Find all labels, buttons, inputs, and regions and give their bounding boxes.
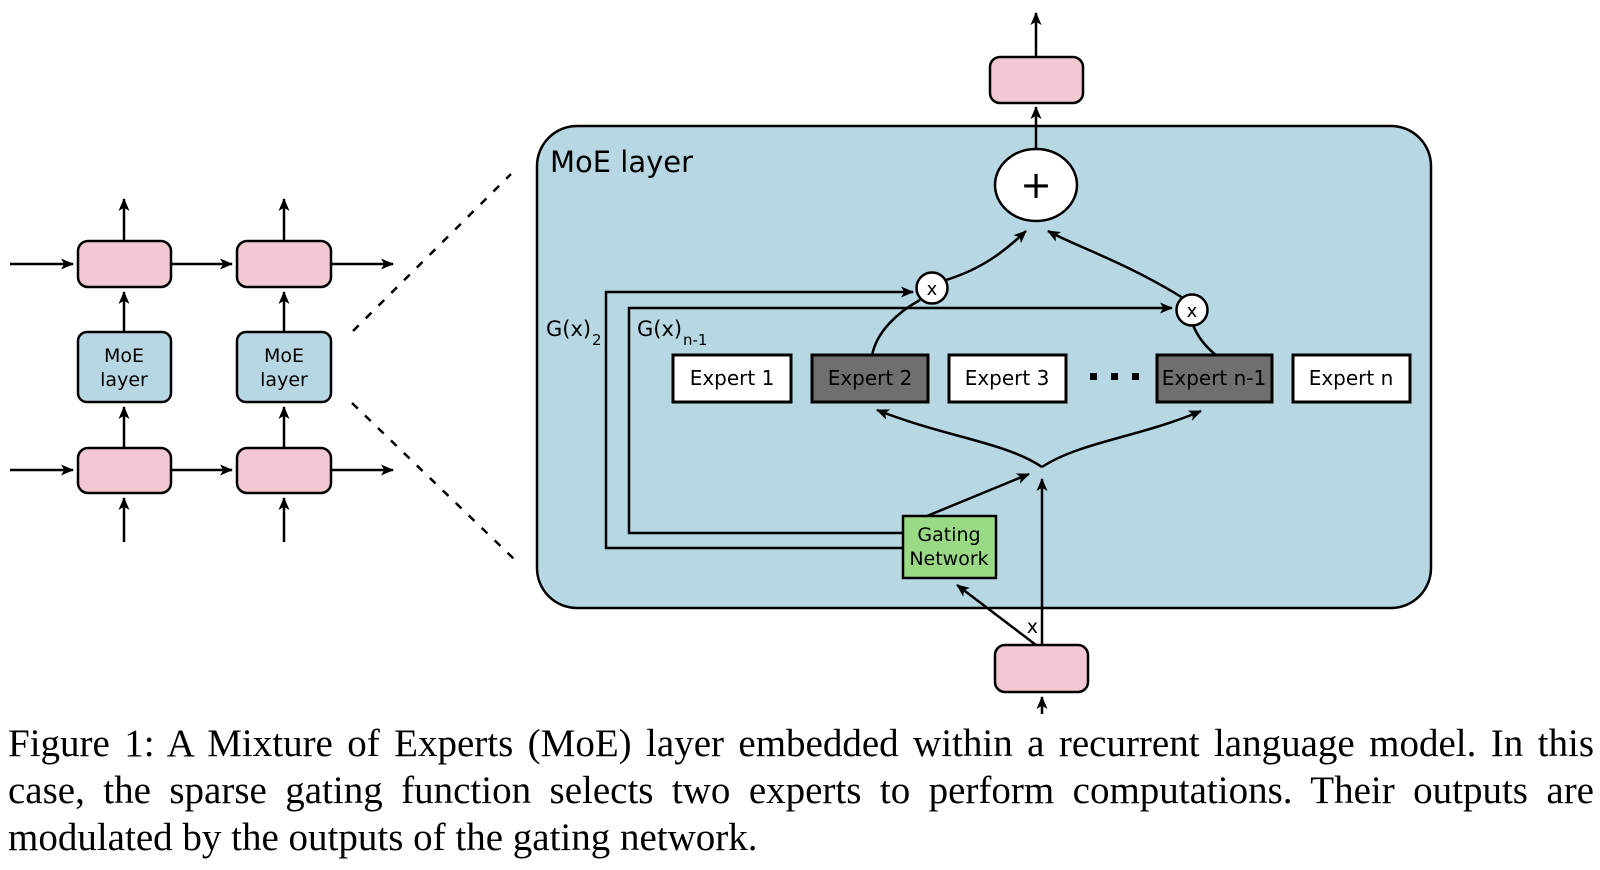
times-node: x [1175,293,1209,327]
expert-rect [947,353,1068,404]
moe-box-label: MoE [104,345,144,367]
caption-line: Figure 1: A Mixture of Experts (MoE) lay… [8,722,1594,765]
moe-layer-box-small: MoE layer [235,330,333,404]
moe-box-label: layer [260,369,308,391]
gating-network-box: Gating Network [901,514,998,580]
plus-label: + [1020,163,1052,207]
gate-weight-label: G(x) [637,317,682,341]
expert-rect [1291,353,1412,404]
figure-caption: Figure 1: A Mixture of Experts (MoE) lay… [8,720,1594,861]
rnn-cell-box [76,239,173,289]
gating-wire-gx2 [604,286,914,550]
plus-node: + [993,147,1079,223]
junction-to-expert2-arrow [876,408,1043,469]
expert-rect [1155,353,1274,404]
caption-line: case, the sparse gating function selects… [8,769,1594,812]
gating-to-junction-arrow [926,472,1030,518]
moe-layer-box-small: MoE layer [76,330,173,404]
expert-rect [671,353,793,404]
expert-box: Expert 2 [810,353,930,404]
times-label: x [927,279,938,300]
rnn-diagram [10,198,394,542]
moe-box-label: MoE [264,345,304,367]
expert2-to-times-line [870,298,921,357]
expert-label: Expert n [1309,366,1394,390]
gate-weight-sub: n-1 [683,331,707,349]
times2-to-plus-arrow [1047,229,1184,300]
moe-box-rect [235,330,333,404]
callout-dashed-line [351,402,515,560]
input-to-gating-arrow [956,584,1037,646]
expert-label: Expert 2 [828,366,913,390]
expert-box: Expert 3 [947,353,1068,404]
expert-box: Expert 1 [671,353,793,404]
caption-line: modulated by the outputs of the gating n… [8,816,758,859]
gate-weight-sub: 2 [592,331,602,349]
times-label: x [1187,301,1198,322]
moe-box-rect [76,330,173,404]
rnn-cell-box [235,446,333,495]
input-label: x [1027,616,1038,638]
gating-label: Network [909,548,988,570]
output-cell-box [988,55,1085,105]
expert-box: Expert n-1 [1155,353,1274,404]
times-node: x [915,271,949,305]
times1-to-plus-arrow [945,230,1027,282]
moe-box-label: layer [100,369,148,391]
expert-label: Expert n-1 [1162,366,1267,390]
callout-dashed-line [352,173,512,332]
rnn-cell-box [76,446,173,495]
expert-label: Expert 1 [690,366,775,390]
moe-layer-title: MoE layer [550,145,693,179]
expert-rect [810,353,930,404]
gating-rect [901,514,998,580]
gating-label: Gating [917,524,980,546]
moe-diagram: MoE layer MoE layer MoE layer G(x) 2 G(x… [10,12,1433,714]
rnn-cell-box [235,239,333,289]
gating-wire-gxn1 [627,302,1173,535]
input-cell-box [993,643,1090,694]
ellipsis-dots [1090,373,1139,380]
gate-weight-label: G(x) [546,317,591,341]
expert-box: Expert n [1291,353,1412,404]
junction-to-expertn1-arrow [1041,409,1202,469]
expert-label: Expert 3 [965,366,1050,390]
